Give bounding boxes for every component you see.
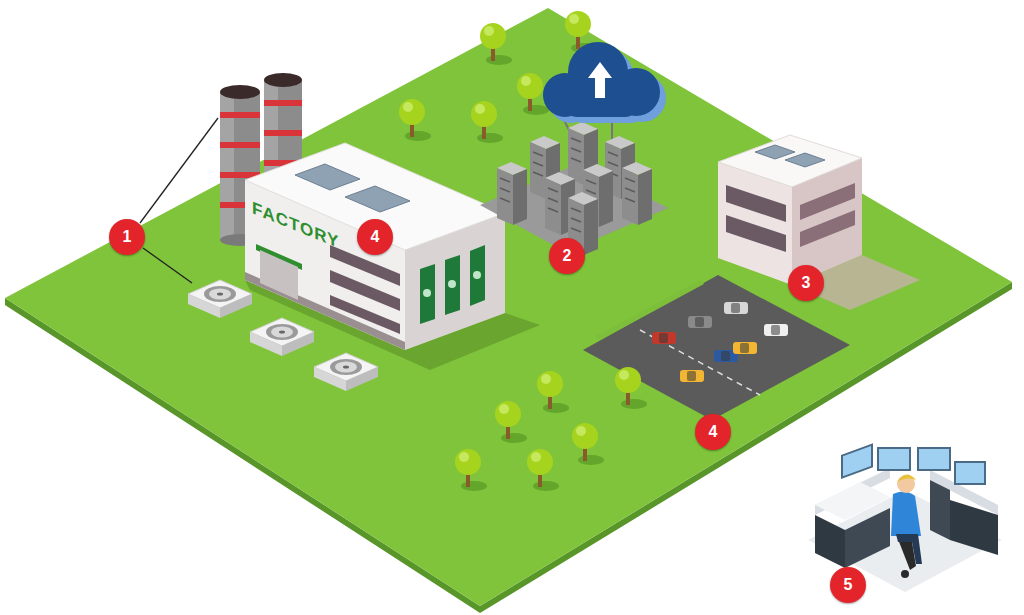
leader-line — [143, 248, 192, 283]
callout-number: 1 — [109, 219, 145, 255]
callout-number: 4 — [357, 219, 393, 255]
cloud — [543, 42, 666, 123]
leader-line — [140, 118, 218, 223]
callout-number: 2 — [549, 238, 585, 274]
server-cluster — [480, 112, 668, 255]
callout-number: 3 — [788, 265, 824, 301]
callout-number: 4 — [695, 414, 731, 450]
factory-building — [245, 143, 540, 370]
callout-number: 5 — [830, 567, 866, 603]
office-building — [718, 135, 920, 310]
ground — [5, 8, 1012, 606]
building-sign: FACTORY — [252, 198, 339, 253]
